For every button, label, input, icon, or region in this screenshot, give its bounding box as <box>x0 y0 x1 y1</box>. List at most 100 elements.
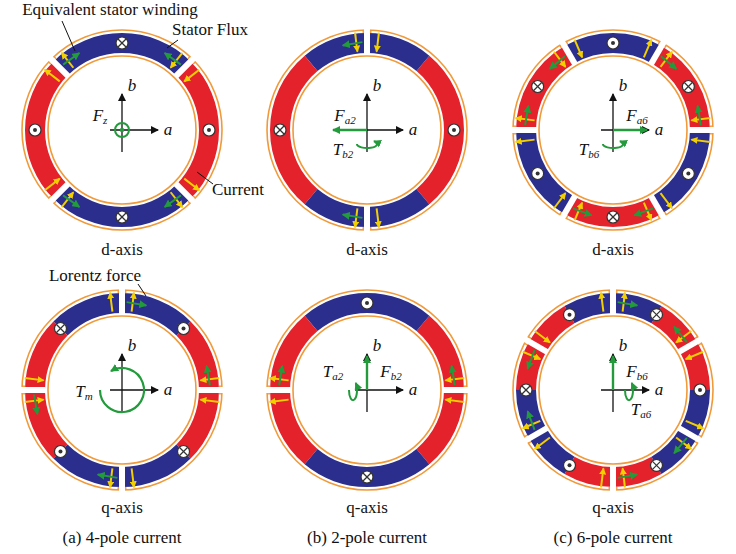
stator-slot <box>562 195 575 218</box>
stator-outline <box>22 30 222 230</box>
axis-symbol: a <box>409 381 418 399</box>
b-axis <box>121 354 122 412</box>
stator-slot <box>119 466 125 493</box>
axis-symbol: Tb6 <box>579 141 599 159</box>
current-symbol <box>607 211 619 223</box>
current-cross <box>180 448 188 456</box>
axis-symbol: Ta6 <box>631 401 651 419</box>
stator-slot <box>119 288 125 315</box>
slot-wall <box>362 227 364 230</box>
slot-wall <box>608 290 610 293</box>
current-cross <box>118 213 126 221</box>
slot-wall <box>49 196 51 198</box>
lorentz-force-arrow <box>63 53 79 65</box>
current-cross <box>180 448 188 456</box>
winding-band <box>305 293 430 331</box>
winding-band <box>652 390 711 474</box>
b-axis <box>612 94 613 152</box>
flux-arrow <box>132 468 134 487</box>
axis-symbol: Fa6 <box>626 107 647 125</box>
slot-wall <box>528 442 531 444</box>
slot-wall <box>49 62 51 64</box>
stator-ring <box>22 30 222 230</box>
slot-wall <box>616 290 618 293</box>
slot-wall <box>665 212 667 215</box>
winding-band <box>176 61 219 198</box>
axis-symbol: b <box>373 77 382 95</box>
flux-arrow <box>644 40 651 57</box>
slot-wall <box>560 45 562 48</box>
b-axis <box>366 94 367 152</box>
force-arrow <box>613 129 647 131</box>
stator-slot <box>610 466 616 493</box>
torque-arrow <box>625 383 633 400</box>
lorentz-force-arrow <box>618 302 638 305</box>
stator-slot <box>678 339 701 352</box>
current-cross <box>522 386 530 394</box>
annotation-label: Current <box>212 181 264 199</box>
current-cross <box>522 386 530 394</box>
current-symbol <box>520 384 532 396</box>
axis-symbol: b <box>373 337 382 355</box>
current-symbol <box>54 322 66 334</box>
winding-band <box>652 130 711 214</box>
annotation-label: (c) 6-pole current <box>554 529 673 547</box>
lorentz-force-arrow <box>528 411 535 430</box>
current-cross <box>363 473 371 481</box>
stator-outline <box>293 56 441 204</box>
annotation-label: q-axis <box>346 499 388 517</box>
stator-slot <box>651 42 664 65</box>
current-symbol <box>203 124 215 136</box>
stator-slot <box>525 428 548 441</box>
stator-slot <box>50 183 69 202</box>
annotation-label: d-axis <box>346 241 388 259</box>
slot-wall <box>560 212 562 215</box>
current-symbol <box>116 37 128 49</box>
axis-symbol: Fb2 <box>380 363 401 381</box>
stator-ring <box>511 30 715 230</box>
flux-arrow <box>686 421 703 428</box>
stator-slot <box>678 428 701 441</box>
slot-wall <box>566 42 567 45</box>
current-symbol <box>361 297 373 309</box>
stator-outline <box>267 30 467 230</box>
stator-slot <box>50 58 69 77</box>
current-dot <box>58 450 62 454</box>
winding-band <box>565 197 662 227</box>
flux-arrow <box>25 378 44 380</box>
flux-arrow <box>377 208 379 227</box>
stator-slot <box>689 127 716 133</box>
force-arrow <box>612 356 614 390</box>
lorentz-force-arrow <box>34 395 37 415</box>
axis-symbol: Fb6 <box>626 363 647 381</box>
lorentz-force-arrow <box>63 195 79 207</box>
flux-arrow <box>686 352 703 359</box>
stator-outline <box>513 290 713 490</box>
slot-wall <box>267 393 270 395</box>
slot-wall <box>566 216 567 219</box>
axis-symbol: Fa2 <box>334 107 355 125</box>
current-symbol <box>54 446 66 458</box>
force-out-symbol <box>115 123 129 137</box>
stator-slot <box>525 339 548 352</box>
lorentz-force-arrow <box>343 42 363 45</box>
winding-band <box>565 33 662 63</box>
force-arrow <box>333 129 367 131</box>
current-cross <box>118 39 126 47</box>
lorentz-force-arrow <box>165 53 181 65</box>
stator-slot <box>198 387 225 393</box>
stator-slot <box>364 206 370 233</box>
annotation-label: Equivalent stator winding <box>22 1 198 19</box>
slot-wall <box>267 385 270 387</box>
slot-wall <box>362 30 364 33</box>
current-cross <box>534 83 542 91</box>
flux-arrow <box>110 293 112 312</box>
lorentz-force-arrow <box>452 366 455 386</box>
current-dot <box>207 128 211 132</box>
stator-outline <box>48 316 196 464</box>
force-out-dot <box>120 128 124 132</box>
slot-wall <box>125 290 127 293</box>
slot-wall <box>193 196 195 198</box>
winding-band <box>516 46 575 130</box>
